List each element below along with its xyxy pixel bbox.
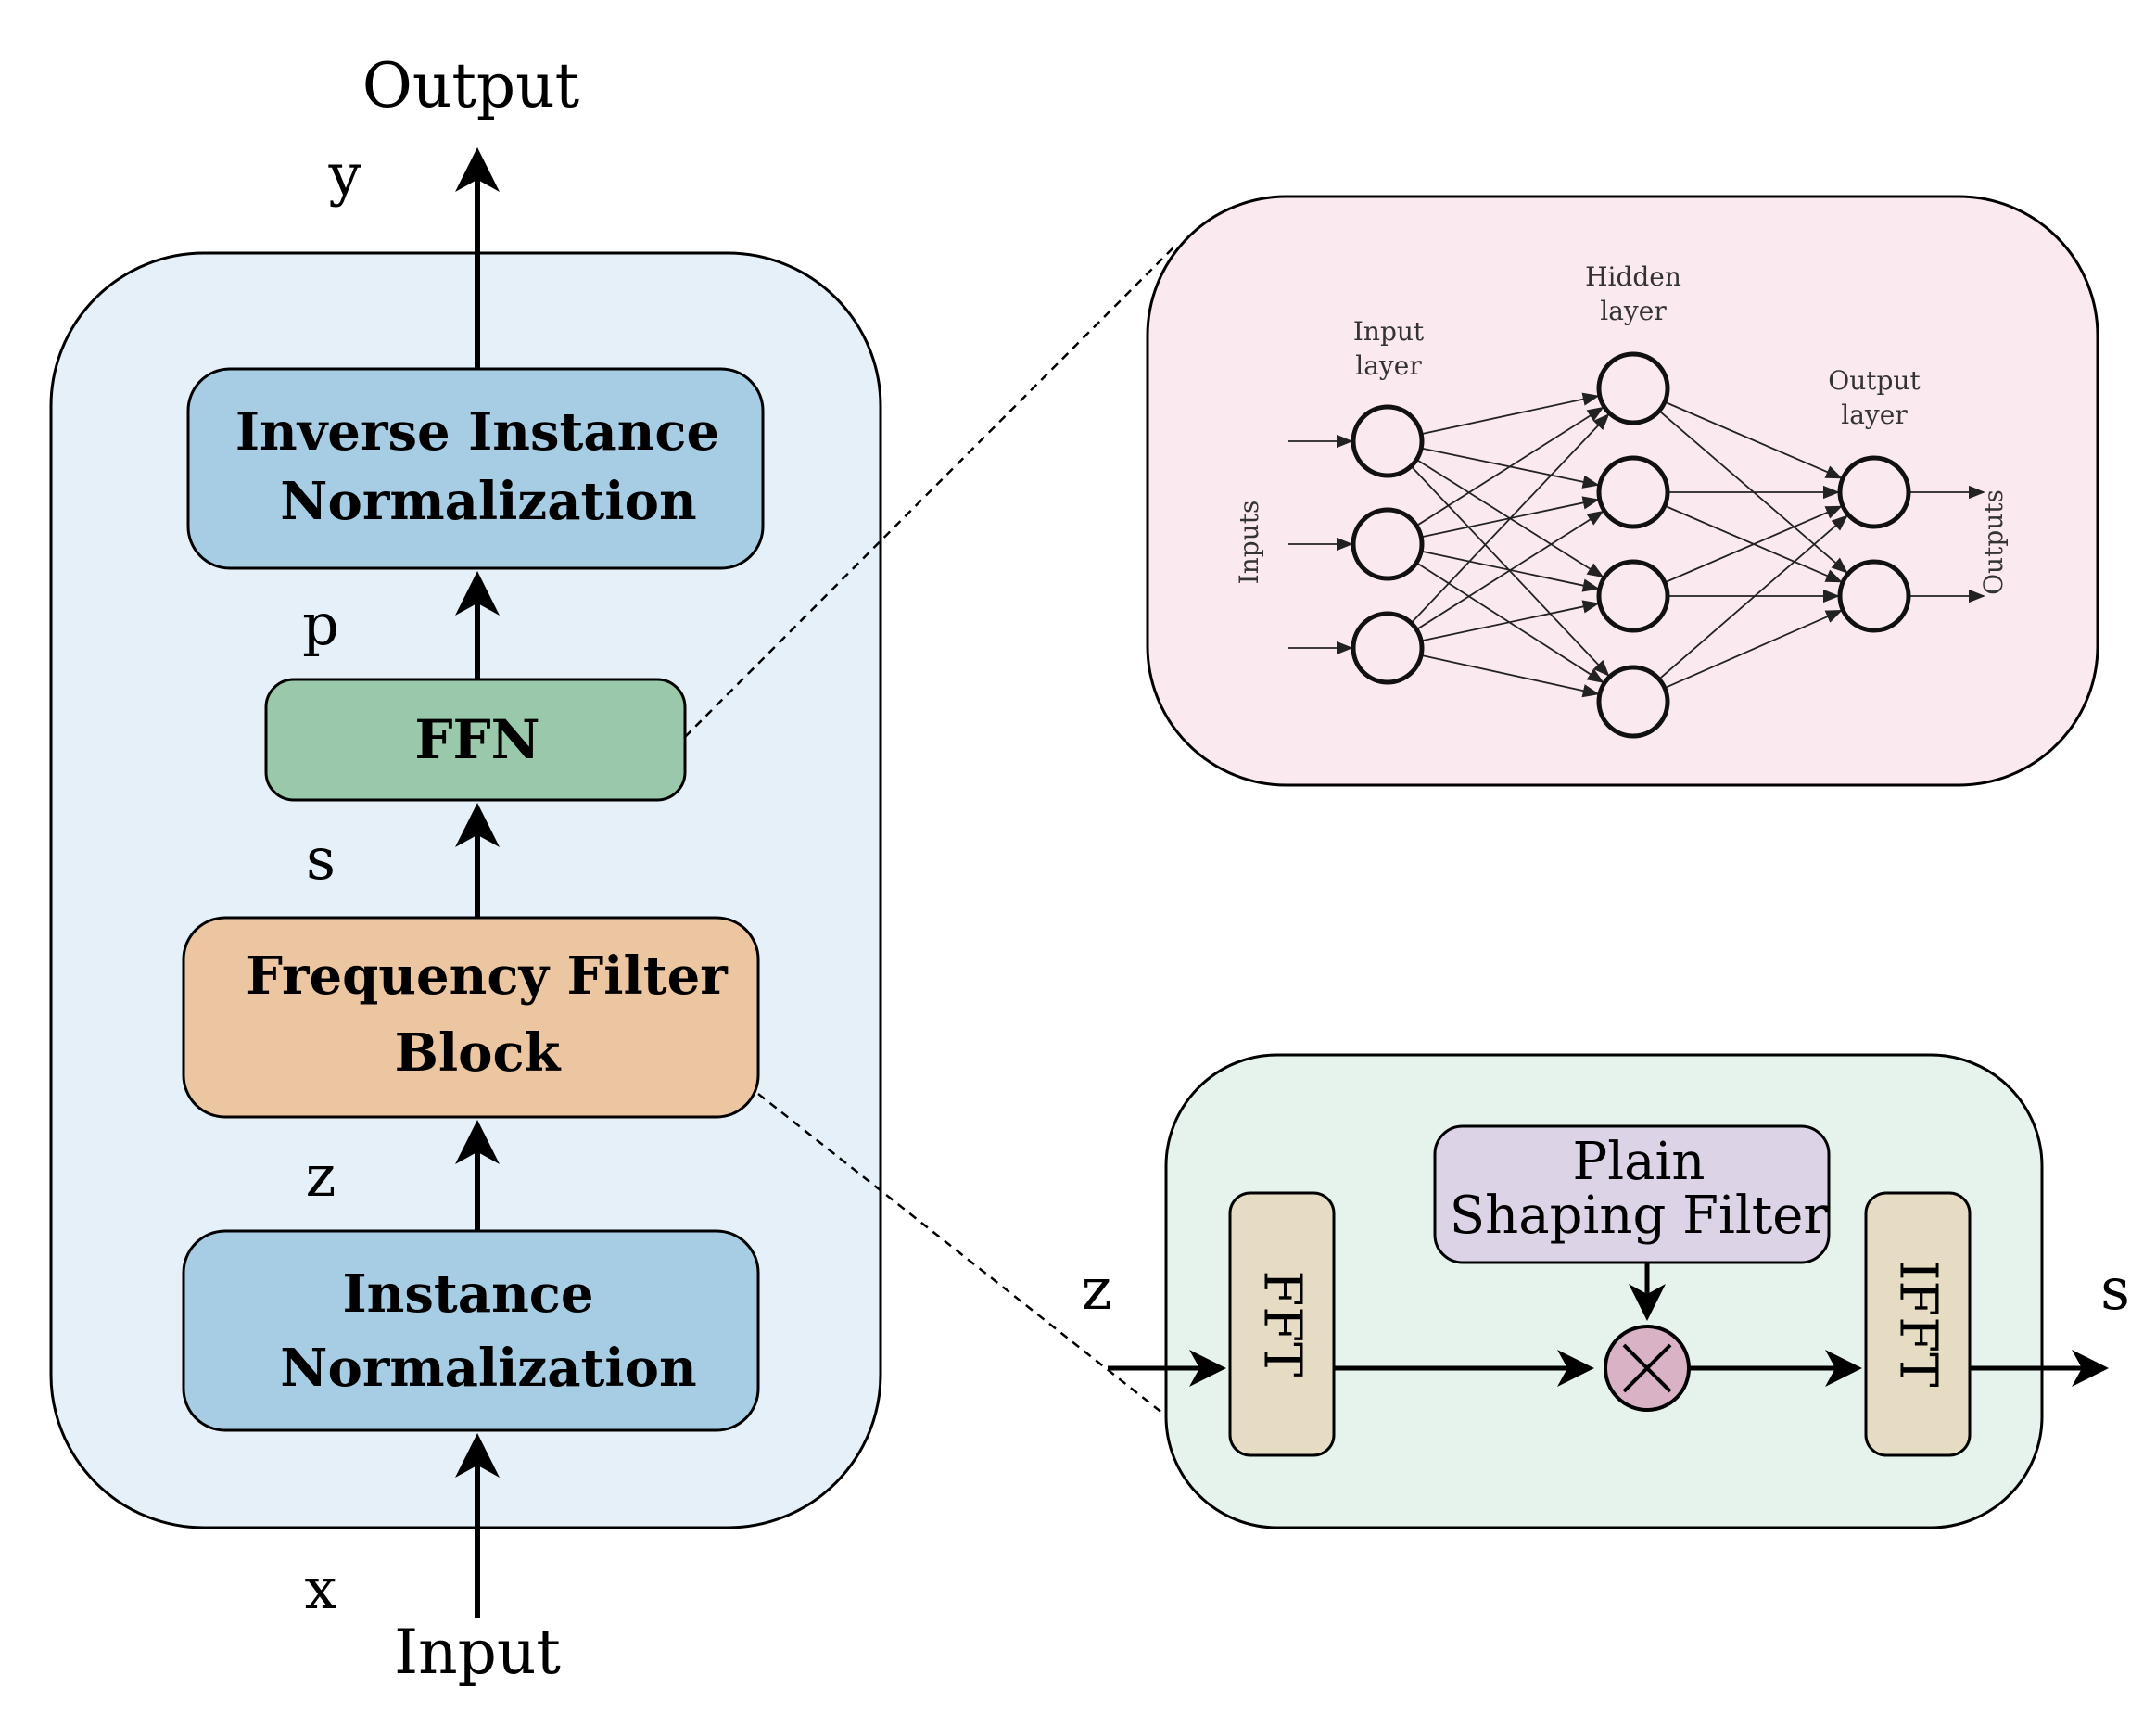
- nn-neuron-l1-2: [1596, 559, 1670, 633]
- nn-input-layer-line1: Input: [1353, 316, 1425, 347]
- nn-neuron-l1-3: [1596, 665, 1670, 739]
- nn-neuron-l1-0: [1596, 351, 1670, 425]
- fft-box: [1228, 1191, 1336, 1457]
- ffn-label: FFN: [414, 708, 539, 771]
- freq-filter-line2: Block: [395, 1022, 562, 1084]
- frequency-filter-block-box: [182, 916, 760, 1119]
- multiply-icon-stroke2: [1622, 1343, 1672, 1393]
- nn-edge-l0-2-3: [1420, 654, 1600, 698]
- inverse-norm-line1: Inverse Instance: [235, 401, 719, 463]
- nn-edge-l0-1-0: [1415, 406, 1604, 527]
- nn-edge-l1-2-0: [1664, 505, 1843, 584]
- var-x-label: x: [305, 1555, 337, 1622]
- freq-zoom-connector: [757, 1093, 1164, 1415]
- nn-output-layer-line1: Output: [1828, 365, 1921, 396]
- nn-neuron-l0-0: [1351, 404, 1425, 478]
- nn-edge-l1-0-0: [1664, 400, 1843, 479]
- nn-edge-l0-2-0: [1410, 413, 1610, 624]
- nn-inputs-label: Inputs: [1234, 501, 1264, 585]
- nn-edge-l0-2-2: [1421, 600, 1600, 642]
- nn-neuron-l0-1: [1351, 507, 1425, 581]
- inverse-instance-normalization-box: [186, 367, 765, 570]
- nn-edge-l0-0-0: [1420, 392, 1600, 436]
- nn-edge-l1-3-0: [1658, 514, 1848, 680]
- input-label: Input: [394, 1617, 561, 1688]
- plain-filter-line1: Plain: [1573, 1132, 1706, 1192]
- main-block-container: [49, 251, 882, 1529]
- nn-neuron-l0-2: [1351, 611, 1425, 685]
- nn-hidden-layer-line1: Hidden: [1585, 261, 1681, 292]
- instance-normalization-box: [182, 1229, 760, 1432]
- var-y-label: y: [327, 141, 361, 209]
- inverse-norm-line2: Normalization: [280, 471, 696, 532]
- nn-output-layer-line2: layer: [1841, 400, 1908, 430]
- nn-neuron-l1-1: [1596, 455, 1670, 529]
- nn-neurons: [1351, 351, 1911, 739]
- ifft-label: IFFT: [1888, 1260, 1948, 1387]
- ifft-box: [1864, 1191, 1972, 1457]
- nn-edge-l1-3-1: [1664, 609, 1843, 689]
- nn-input-layer-line2: layer: [1355, 350, 1422, 381]
- ffn-zoom-connector: [684, 245, 1176, 738]
- nn-connections: [1288, 392, 1985, 698]
- nn-edge-l0-2-1: [1415, 510, 1604, 630]
- plain-shaping-filter-box: [1433, 1124, 1831, 1264]
- plain-filter-line2: Shaping Filter: [1450, 1186, 1829, 1246]
- fft-label: FFT: [1252, 1270, 1313, 1377]
- nn-neuron-l2-1: [1837, 559, 1911, 633]
- nn-neuron-l2-0: [1837, 455, 1911, 529]
- var-s-label: s: [306, 825, 336, 893]
- instance-norm-line1: Instance: [342, 1263, 593, 1325]
- nn-outputs-label: Outputs: [1978, 489, 2009, 595]
- nn-hidden-layer-line2: layer: [1600, 296, 1667, 326]
- var-p-label: p: [302, 590, 339, 658]
- output-label: Output: [362, 50, 579, 121]
- freq-filter-line1: Frequency Filter: [246, 945, 729, 1007]
- ffn-box: [264, 678, 687, 802]
- filter-in-var: z: [1082, 1255, 1112, 1323]
- filter-out-var: s: [2100, 1255, 2130, 1323]
- var-z-label: z: [306, 1142, 336, 1210]
- instance-norm-line2: Normalization: [280, 1338, 696, 1399]
